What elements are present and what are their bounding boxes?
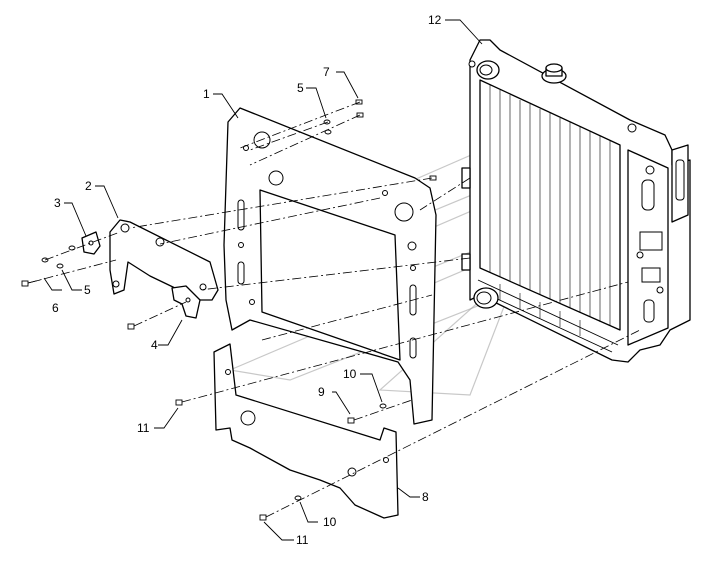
bracket-part-3 [81,231,101,255]
callout-labels: 1 2 3 4 5 5 6 7 8 9 10 10 11 11 12 [52,13,442,547]
radiator-assembly [461,39,691,363]
lower-seal-panel [213,343,399,519]
screw-11-lower [259,514,267,521]
callout-11-lower: 11 [296,533,309,547]
washer-10-upper [379,403,387,409]
callout-3: 3 [54,196,61,210]
fasteners [21,99,437,521]
callout-8: 8 [422,490,429,504]
callout-1: 1 [203,87,210,101]
screw-4 [127,323,135,330]
callout-10-upper: 10 [343,367,357,381]
callout-4: 4 [151,338,158,352]
screw-11-upper [175,399,183,406]
callout-10-lower: 10 [323,515,337,529]
assembly-lines [27,101,641,518]
callout-6: 6 [52,301,59,315]
callout-5-top: 5 [297,81,304,95]
callout-9: 9 [318,385,325,399]
callout-11-upper: 11 [137,421,150,435]
screw-6 [21,279,41,287]
screw-9 [347,417,355,424]
bracket-part-2 [109,219,219,301]
callout-7: 7 [323,65,330,79]
leader-lines [43,19,483,541]
radiator-fins [489,85,611,326]
washer-10-lower [294,495,302,501]
callout-5-left: 5 [84,283,91,297]
shroud-panel [223,107,437,425]
washer-5-left [56,263,64,269]
callout-2: 2 [85,179,92,193]
callout-12: 12 [428,13,442,27]
